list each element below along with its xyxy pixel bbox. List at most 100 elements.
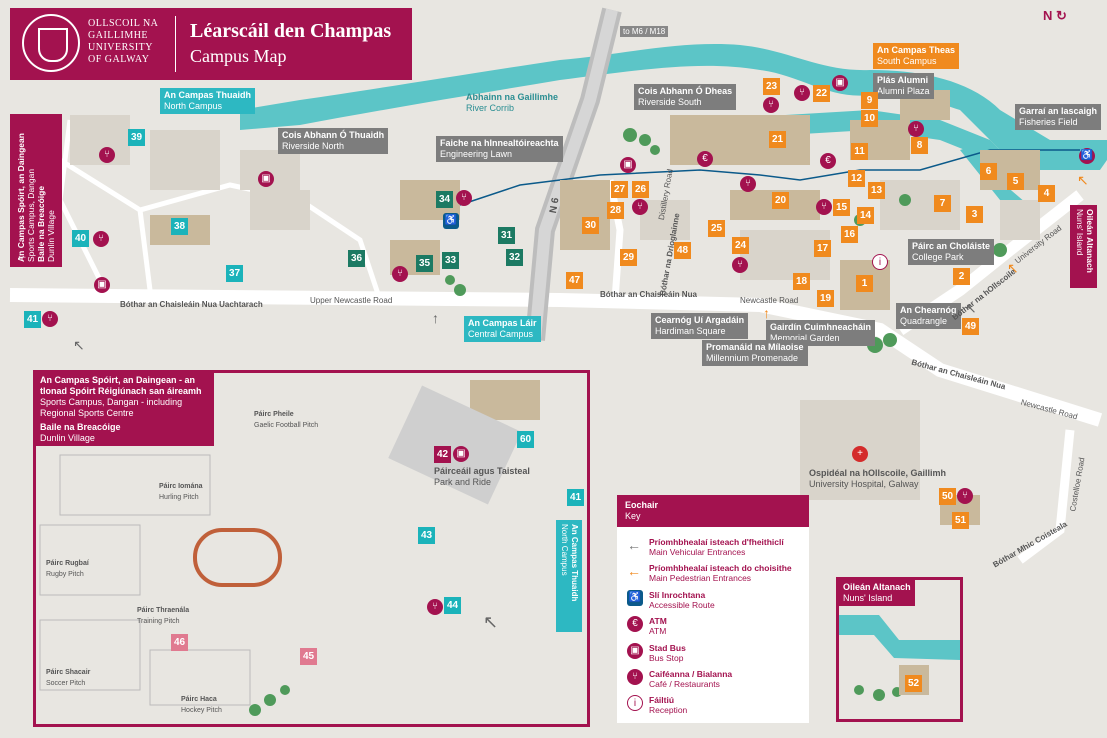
- wheelchair-icon[interactable]: ♿: [443, 213, 459, 229]
- cutlery-icon[interactable]: ⑂: [456, 190, 472, 206]
- key-title-en: Key: [625, 511, 641, 521]
- cutlery-icon[interactable]: ⑂: [93, 231, 109, 247]
- building-22[interactable]: 22: [813, 85, 830, 102]
- university-name: OLLSCOIL NA GAILLIMHE UNIVERSITY OF GALW…: [88, 18, 158, 66]
- building-48[interactable]: 48: [674, 242, 691, 259]
- building-13[interactable]: 13: [868, 182, 885, 199]
- cutlery-icon[interactable]: ⑂: [794, 85, 810, 101]
- cutlery-icon[interactable]: ⑂: [632, 199, 648, 215]
- euro-icon[interactable]: €: [820, 153, 836, 169]
- building-7[interactable]: 7: [934, 195, 951, 212]
- building-19[interactable]: 19: [817, 290, 834, 307]
- building-51[interactable]: 51: [952, 512, 969, 529]
- building-6[interactable]: 6: [980, 163, 997, 180]
- building-40[interactable]: 40: [72, 230, 89, 247]
- building-34[interactable]: 34: [436, 191, 453, 208]
- sports-inset-heading-en: Sports Campus, Dangan - including Region…: [40, 397, 183, 418]
- building-44[interactable]: 44: [444, 597, 461, 614]
- building-10[interactable]: 10: [861, 110, 878, 127]
- building-28[interactable]: 28: [607, 202, 624, 219]
- cutlery-icon[interactable]: ⑂: [99, 147, 115, 163]
- inset-tab-north-campus[interactable]: An Campas Thuaidh North Campus: [556, 520, 582, 632]
- building-32[interactable]: 32: [506, 249, 523, 266]
- building-35[interactable]: 35: [416, 255, 433, 272]
- side-nuns-en: Nuns' Island: [1075, 209, 1085, 256]
- pedestrian-entrance-arrow-icon: ↖: [1077, 172, 1089, 188]
- cutlery-icon[interactable]: ⑂: [908, 121, 924, 137]
- building-3[interactable]: 3: [966, 206, 983, 223]
- building-45[interactable]: 45: [300, 648, 317, 665]
- cutlery-icon[interactable]: ⑂: [816, 199, 832, 215]
- building-17[interactable]: 17: [814, 240, 831, 257]
- building-43[interactable]: 43: [418, 527, 435, 544]
- cutlery-icon[interactable]: ⑂: [957, 488, 973, 504]
- building-12[interactable]: 12: [848, 170, 865, 187]
- info-icon[interactable]: i: [872, 254, 888, 270]
- building-21[interactable]: 21: [769, 131, 786, 148]
- building-11[interactable]: 11: [851, 143, 868, 160]
- building-24[interactable]: 24: [732, 237, 749, 254]
- building-20[interactable]: 20: [772, 192, 789, 209]
- pitch-rugby-ga: Páirc Rugbaí: [46, 560, 89, 567]
- bus-icon[interactable]: ▣: [258, 171, 274, 187]
- wheelchair-icon[interactable]: ♿: [1079, 148, 1095, 164]
- cutlery-icon[interactable]: ⑂: [740, 176, 756, 192]
- euro-icon[interactable]: €: [697, 151, 713, 167]
- building-39[interactable]: 39: [128, 129, 145, 146]
- cutlery-icon[interactable]: ⑂: [392, 266, 408, 282]
- bus-icon[interactable]: ▣: [620, 157, 636, 173]
- building-8[interactable]: 8: [911, 137, 928, 154]
- quadrangle-en: Quadrangle: [900, 316, 948, 326]
- building-50[interactable]: 50: [939, 488, 956, 505]
- road-newcastle-en: Newcastle Road: [740, 296, 799, 305]
- building-37[interactable]: 37: [226, 265, 243, 282]
- building-25[interactable]: 25: [708, 220, 725, 237]
- building-1[interactable]: 1: [856, 275, 873, 292]
- building-14[interactable]: 14: [857, 207, 874, 224]
- building-60[interactable]: 60: [517, 431, 534, 448]
- alumni-en: Alumni Plaza: [877, 86, 930, 96]
- building-33[interactable]: 33: [442, 252, 459, 269]
- bus-icon[interactable]: ▣: [453, 446, 469, 462]
- building-26[interactable]: 26: [632, 181, 649, 198]
- building-30[interactable]: 30: [582, 217, 599, 234]
- building-31[interactable]: 31: [498, 227, 515, 244]
- building-18[interactable]: 18: [793, 273, 810, 290]
- bus-icon[interactable]: ▣: [832, 75, 848, 91]
- building-42[interactable]: 42: [434, 446, 451, 463]
- building-5[interactable]: 5: [1007, 173, 1024, 190]
- side-tab-sports-campus[interactable]: An Campas Spóirt, an Daingean Sports Cam…: [10, 114, 62, 267]
- building-29[interactable]: 29: [620, 249, 637, 266]
- building-16[interactable]: 16: [841, 226, 858, 243]
- side-tab-nuns-island[interactable]: Oileán Altanach Nuns' Island: [1070, 205, 1097, 288]
- uni-line-4: OF GALWAY: [88, 54, 150, 65]
- cutlery-icon[interactable]: ⑂: [732, 257, 748, 273]
- building-46[interactable]: 46: [171, 634, 188, 651]
- map-title-english: Campus Map: [190, 46, 287, 66]
- hospital-en: University Hospital, Galway: [809, 479, 919, 489]
- building-36[interactable]: 36: [348, 250, 365, 267]
- building-2[interactable]: 2: [953, 268, 970, 285]
- building-52-inset[interactable]: 52: [905, 675, 922, 692]
- cutlery-icon[interactable]: ⑂: [42, 311, 58, 327]
- building-47[interactable]: 47: [566, 272, 583, 289]
- building-4[interactable]: 4: [1038, 185, 1055, 202]
- building-27[interactable]: 27: [611, 181, 628, 198]
- wheelchair-icon: ♿: [627, 590, 643, 606]
- building-23[interactable]: 23: [763, 78, 780, 95]
- building-9[interactable]: 9: [861, 92, 878, 109]
- building-49[interactable]: 49: [962, 318, 979, 335]
- cutlery-icon[interactable]: ⑂: [427, 599, 443, 615]
- bus-icon[interactable]: ▣: [94, 277, 110, 293]
- building-38[interactable]: 38: [171, 218, 188, 235]
- building-41[interactable]: 41: [24, 311, 41, 328]
- cutlery-icon[interactable]: ⑂: [763, 97, 779, 113]
- building-41-inset[interactable]: 41: [567, 489, 584, 506]
- building-15[interactable]: 15: [833, 199, 850, 216]
